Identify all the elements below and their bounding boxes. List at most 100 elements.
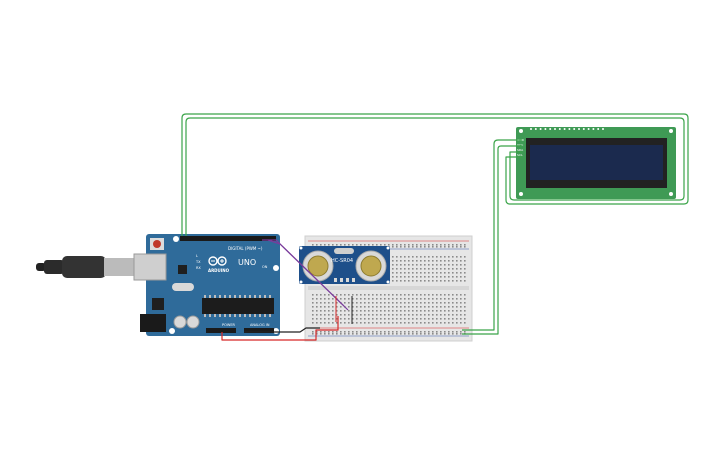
reset-button[interactable] (153, 240, 161, 248)
breadboard-hole (396, 333, 398, 335)
sensor-pin-echo[interactable] (346, 278, 349, 282)
breadboard-hole (404, 302, 406, 304)
breadboard-hole (352, 318, 354, 320)
breadboard-hole (336, 333, 338, 335)
sensor-pin-trig[interactable] (340, 278, 343, 282)
breadboard-hole (372, 322, 374, 324)
wire-lcd-gnd[interactable] (462, 139, 522, 331)
breadboard-hole (376, 294, 378, 296)
breadboard-hole (400, 264, 402, 266)
breadboard-hole (356, 306, 358, 308)
breadboard-hole (356, 318, 358, 320)
breadboard-hole (436, 314, 438, 316)
sensor-pin-gnd[interactable] (352, 278, 355, 282)
breadboard-hole (456, 260, 458, 262)
breadboard-hole (436, 331, 438, 333)
breadboard-hole (320, 294, 322, 296)
breadboard-hole (316, 318, 318, 320)
breadboard-hole (448, 318, 450, 320)
breadboard-hole (416, 272, 418, 274)
breadboard-hole (316, 314, 318, 316)
power-pin-header[interactable] (206, 328, 236, 333)
breadboard-hole (404, 260, 406, 262)
breadboard-hole (464, 272, 466, 274)
breadboard-hole (444, 280, 446, 282)
breadboard-hole (404, 246, 406, 248)
breadboard-hole (452, 302, 454, 304)
transmitter-mesh (307, 255, 329, 277)
breadboard-hole (404, 306, 406, 308)
breadboard-hole (336, 318, 338, 320)
breadboard-hole (428, 310, 430, 312)
breadboard-hole (352, 302, 354, 304)
breadboard-hole (464, 318, 466, 320)
breadboard-hole (404, 264, 406, 266)
breadboard-hole (320, 333, 322, 335)
breadboard-hole (404, 318, 406, 320)
chip-pin (229, 314, 231, 317)
breadboard-hole (376, 244, 378, 246)
breadboard-hole (388, 314, 390, 316)
breadboard-hole (312, 318, 314, 320)
breadboard-hole (444, 264, 446, 266)
analog-pin-header[interactable] (244, 328, 274, 333)
breadboard-hole (392, 310, 394, 312)
breadboard-hole (380, 333, 382, 335)
breadboard-hole (384, 333, 386, 335)
breadboard-hole (396, 280, 398, 282)
breadboard-hole (392, 256, 394, 258)
breadboard-hole (400, 268, 402, 270)
breadboard-hole (440, 310, 442, 312)
breadboard-hole (456, 280, 458, 282)
chip-pin (239, 295, 241, 298)
lcd-display[interactable]: GND VCC SDA SCL (516, 127, 676, 199)
digital-pin-header[interactable] (180, 236, 276, 241)
usb-cable[interactable] (36, 256, 134, 278)
breadboard-hole (312, 314, 314, 316)
breadboard-hole (400, 314, 402, 316)
wire-scl[interactable] (181, 113, 689, 236)
breadboard-hole (448, 260, 450, 262)
breadboard-hole (420, 322, 422, 324)
breadboard-hole (320, 302, 322, 304)
breadboard-hole (448, 264, 450, 266)
breadboard-hole (328, 333, 330, 335)
breadboard-hole (336, 322, 338, 324)
breadboard-hole (396, 302, 398, 304)
breadboard-hole (432, 310, 434, 312)
breadboard-hole (324, 314, 326, 316)
breadboard-hole (372, 314, 374, 316)
chip-pin (254, 295, 256, 298)
wire-gnd[interactable] (244, 327, 320, 333)
wire-lcd-vcc[interactable] (462, 145, 522, 335)
mounting-hole (299, 246, 303, 250)
breadboard-hole (344, 298, 346, 300)
breadboard-hole (364, 331, 366, 333)
breadboard-hole (384, 331, 386, 333)
ultrasonic-sensor[interactable]: HC-SR04 (299, 246, 390, 284)
breadboard-hole (448, 272, 450, 274)
breadboard-hole (456, 264, 458, 266)
breadboard-hole (364, 302, 366, 304)
breadboard-hole (328, 294, 330, 296)
wire-5v[interactable] (221, 316, 339, 341)
breadboard-hole (436, 322, 438, 324)
breadboard-hole (456, 268, 458, 270)
arduino-uno-board[interactable]: DIGITAL (PWM ~) POWER ANALOG IN TX RX L … (133, 234, 280, 336)
breadboard-hole (384, 302, 386, 304)
breadboard-hole (400, 331, 402, 333)
breadboard-hole (344, 302, 346, 304)
breadboard-hole (456, 310, 458, 312)
wire-echo[interactable] (267, 239, 349, 311)
sensor-pin-vcc[interactable] (334, 278, 337, 282)
breadboard-hole (408, 294, 410, 296)
wire-sda[interactable] (185, 117, 685, 236)
breadboard-hole (440, 331, 442, 333)
power-jack (140, 314, 166, 332)
breadboard-hole (348, 310, 350, 312)
breadboard-hole (360, 322, 362, 324)
mounting-hole (299, 280, 303, 284)
breadboard-hole (428, 314, 430, 316)
breadboard-hole (436, 264, 438, 266)
breadboard-hole (420, 260, 422, 262)
